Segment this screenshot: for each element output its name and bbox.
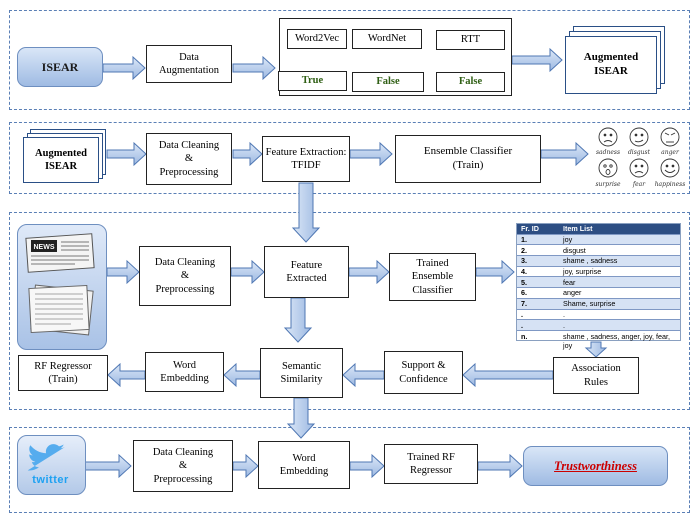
emotion-faces-icon: sadness disgust anger surprise fear happ… bbox=[595, 127, 686, 188]
table-row: .. bbox=[517, 310, 680, 321]
table-header-id: Fr. ID bbox=[521, 224, 539, 234]
arrow-aug-to-cleaning bbox=[106, 141, 147, 167]
emotion-label-anger: anger bbox=[661, 149, 680, 156]
arrow-ensemble-to-emotions bbox=[540, 141, 589, 167]
table-row: 5.fear bbox=[517, 277, 680, 289]
emotion-label-happiness: happiness bbox=[655, 181, 686, 188]
data-cleaning-box-news: Data Cleaning & Preprocessing bbox=[139, 246, 231, 306]
augmented-isear-input: Augmented ISEAR bbox=[23, 137, 99, 183]
arrow-similarity-to-embedding bbox=[223, 362, 261, 388]
arrow-trainedrf-to-output bbox=[477, 453, 523, 479]
arrow-news-to-cleaning bbox=[106, 259, 140, 285]
emotion-label-disgust: disgust bbox=[628, 149, 651, 156]
table-row: 3.shame , sadness bbox=[517, 256, 680, 267]
association-rules-box: Association Rules bbox=[553, 357, 639, 394]
arrow-similarity-to-word-embedding bbox=[286, 397, 316, 439]
table-row: .. bbox=[517, 320, 680, 331]
emotion-label-fear: fear bbox=[632, 181, 646, 188]
table-header: Fr. ID Item List bbox=[517, 224, 680, 235]
arrow-cleaning-to-fe bbox=[232, 141, 263, 167]
panel-twitter bbox=[9, 427, 690, 513]
twitter-wordmark: twitter bbox=[32, 474, 69, 486]
arrow-twitter-to-cleaning bbox=[83, 453, 132, 479]
frequent-itemset-table: Fr. ID Item List 1.joy 2.disgust 3.shame… bbox=[516, 223, 681, 350]
panel-training bbox=[9, 122, 690, 194]
augmented-isear-output: Augmented ISEAR bbox=[565, 36, 657, 94]
trained-ensemble-classifier: Trained Ensemble Classifier bbox=[389, 253, 476, 301]
feature-extraction-tfidf: Feature Extraction: TFIDF bbox=[262, 136, 350, 182]
semantic-similarity-box: Semantic Similarity bbox=[260, 348, 343, 398]
arrow-fe-to-feature-extracted bbox=[291, 182, 321, 243]
table-row: n.shame , sadness, anger, joy, fear, joy bbox=[521, 331, 670, 350]
trustworthiness-output: Trustworthiness bbox=[523, 446, 668, 486]
method-wordnet-result: False bbox=[352, 72, 424, 92]
isear-source: ISEAR bbox=[17, 47, 103, 87]
table-row: 2.disgust bbox=[517, 245, 680, 257]
word-embedding-box-twitter: Word Embedding bbox=[258, 441, 350, 489]
word-embedding-box-news: Word Embedding bbox=[145, 352, 224, 392]
panel-news-analysis bbox=[9, 212, 690, 410]
feature-extracted-box: Feature Extracted bbox=[264, 246, 349, 298]
data-cleaning-box-twitter: Data Cleaning & Preprocessing bbox=[133, 440, 233, 492]
arrow-feature-to-trained bbox=[348, 259, 390, 285]
arrow-cleaning-to-embedding bbox=[232, 453, 259, 479]
arrow-embedding-to-rf bbox=[107, 362, 146, 388]
data-augmentation-box: Data Augmentation bbox=[146, 45, 232, 83]
arrow-trained-to-table bbox=[475, 259, 515, 285]
arrow-isear-to-augmentation bbox=[102, 55, 146, 81]
method-wordnet: WordNet bbox=[352, 29, 422, 49]
table-row: 1.joy bbox=[517, 234, 680, 246]
arrow-embedding-to-trainedrf bbox=[349, 453, 385, 479]
method-word2vec: Word2Vec bbox=[287, 29, 347, 49]
data-cleaning-box-training: Data Cleaning & Preprocessing bbox=[146, 133, 232, 185]
method-rtt: RTT bbox=[436, 30, 505, 50]
panel-augmentation bbox=[9, 10, 690, 110]
table-header-items: Item List bbox=[563, 224, 593, 234]
method-word2vec-result: True bbox=[278, 71, 347, 91]
documents-stack-icon bbox=[28, 284, 94, 336]
arrow-methods-to-output bbox=[511, 47, 563, 73]
rf-regressor-train: RF Regressor (Train) bbox=[18, 355, 108, 391]
arrow-table-to-rules bbox=[584, 341, 608, 358]
arrow-fe-to-ensemble bbox=[349, 141, 393, 167]
ensemble-classifier-train: Ensemble Classifier (Train) bbox=[395, 135, 541, 183]
twitter-bird-icon bbox=[27, 444, 65, 471]
emotion-label-surprise: surprise bbox=[595, 181, 621, 188]
arrow-feature-to-similarity bbox=[283, 297, 313, 343]
arrow-rules-to-support bbox=[462, 362, 554, 388]
method-rtt-result: False bbox=[436, 72, 505, 92]
arrow-cleaning-to-feature bbox=[230, 259, 265, 285]
table-row: 6.anger bbox=[517, 288, 680, 299]
table-row: 4.joy, surprise bbox=[517, 267, 680, 278]
trained-rf-regressor: Trained RF Regressor bbox=[384, 444, 478, 484]
arrow-support-to-similarity bbox=[342, 362, 385, 388]
emotion-label-sadness: sadness bbox=[596, 149, 620, 156]
newspaper-icon: NEWS bbox=[25, 233, 95, 273]
arrow-augmentation-to-methods bbox=[232, 55, 276, 81]
news-icon-label: NEWS bbox=[34, 244, 55, 251]
support-confidence-box: Support & Confidence bbox=[384, 351, 463, 394]
table-row: 7.Shame, surprise bbox=[517, 298, 680, 310]
